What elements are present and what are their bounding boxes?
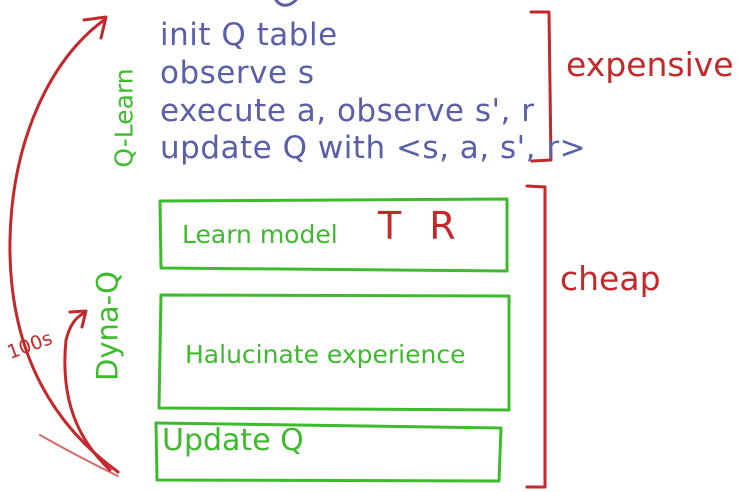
hallucinate-experience-box <box>157 293 511 412</box>
q-learning-step-update: update Q with <s, a, s', r> <box>160 130 587 166</box>
update-q-box <box>154 421 503 483</box>
expensive-bracket <box>529 10 553 163</box>
top-partial-stroke <box>274 0 298 7</box>
update-q-label: Update Q <box>162 423 304 458</box>
inner-loop-arrow <box>63 311 112 472</box>
learn-model-box <box>158 197 509 273</box>
cheap-label: cheap <box>560 259 661 298</box>
q-learning-step-init: init Q table <box>160 17 338 53</box>
learn-model-label: Learn model <box>182 220 338 249</box>
cheap-bracket <box>525 184 547 489</box>
inner-loop-arrowhead <box>68 309 88 329</box>
q-learning-step-observe: observe s <box>160 55 315 91</box>
loop-tail-strokes <box>39 434 119 477</box>
outer-loop-arrowhead <box>82 15 108 40</box>
q-learning-section-label: Q-Learn <box>109 68 139 168</box>
outer-loop-arrow <box>8 18 120 474</box>
hallucinate-experience-label: Halucinate experience <box>185 340 466 369</box>
dyna-q-section-label: Dyna-Q <box>90 271 125 381</box>
q-learning-step-execute: execute a, observe s', r <box>160 93 535 129</box>
expensive-label: expensive <box>566 45 734 84</box>
model-symbols-label: T R <box>378 204 464 248</box>
